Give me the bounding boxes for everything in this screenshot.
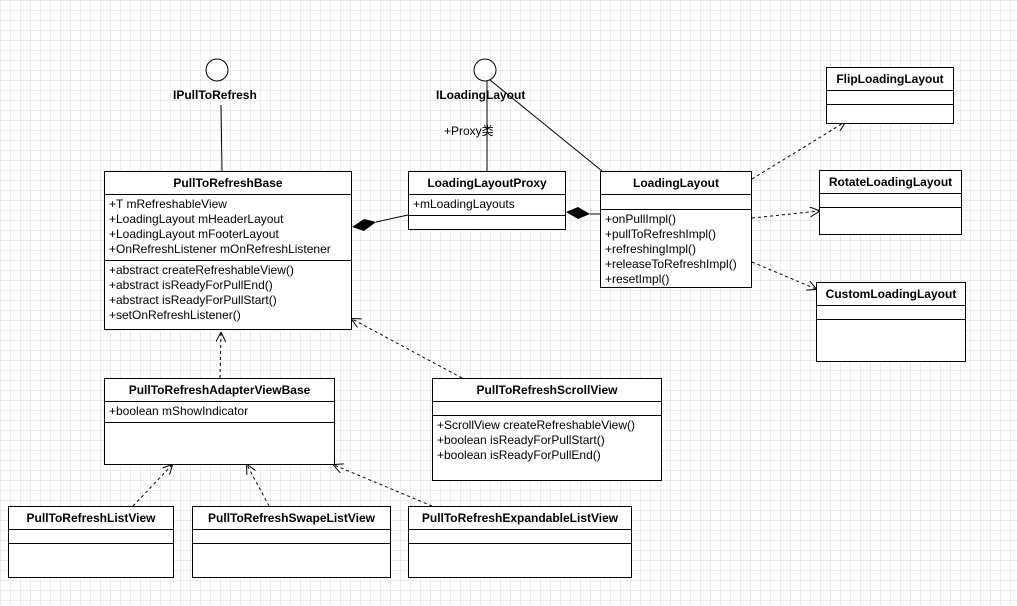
attribute-compartment: [820, 194, 961, 208]
class-name: CustomLoadingLayout: [817, 283, 965, 306]
class-pulltorefreshbase[interactable]: PullToRefreshBase +T mRefreshableView +L…: [104, 171, 352, 330]
proxy-association-label: +Proxy类: [444, 124, 494, 138]
class-pulltorefreshexpandablelistview[interactable]: PullToRefreshExpandableListView: [408, 506, 632, 578]
operation: +abstract isReadyForPullEnd(): [109, 278, 273, 292]
operation: +resetImpl(): [605, 272, 670, 286]
dependency-scrollview-base: [352, 319, 463, 379]
attribute-compartment: +T mRefreshableView +LoadingLayout mHead…: [105, 195, 351, 261]
attribute: +LoadingLayout mFooterLayout: [109, 227, 279, 241]
dependency-flip: [751, 122, 845, 180]
operation: +setOnRefreshListener(): [109, 308, 241, 322]
dependency-custom: [751, 261, 816, 289]
operation-compartment: [409, 216, 565, 221]
attribute: +LoadingLayout mHeaderLayout: [109, 212, 284, 226]
attribute: +OnRefreshListener mOnRefreshListener: [109, 242, 331, 256]
class-pulltorefreshlistview[interactable]: PullToRefreshListView: [8, 506, 174, 578]
attribute: +boolean mShowIndicator: [109, 404, 249, 418]
ipulltorefresh-realization-line: [220, 104, 223, 172]
operation: +releaseToRefreshImpl(): [605, 257, 737, 271]
operation: +abstract isReadyForPullStart(): [109, 293, 277, 307]
class-name: PullToRefreshAdapterViewBase: [105, 379, 334, 402]
class-name: LoadingLayout: [601, 172, 751, 195]
operation-compartment: +abstract createRefreshableView() +abstr…: [105, 261, 351, 326]
operation-compartment: [827, 105, 953, 110]
operation-compartment: [817, 320, 965, 325]
class-name: RotateLoadingLayout: [820, 171, 961, 194]
operation-compartment: [409, 544, 631, 549]
dependency-swapelistview-adapter: [247, 465, 270, 507]
class-name: PullToRefreshExpandableListView: [409, 507, 631, 530]
attribute: +mLoadingLayouts: [413, 197, 515, 211]
class-rotateloadinglayout[interactable]: RotateLoadingLayout: [819, 170, 962, 235]
dependency-expandable-adapter: [334, 465, 433, 507]
class-name: PullToRefreshScrollView: [433, 379, 661, 402]
operation-compartment: [9, 544, 173, 549]
operation: +boolean isReadyForPullEnd(): [437, 448, 601, 462]
class-name: PullToRefreshBase: [105, 172, 351, 195]
operation: +refreshingImpl(): [605, 242, 697, 256]
class-name: PullToRefreshSwapeListView: [193, 507, 390, 530]
attribute-compartment: [433, 402, 661, 416]
attribute-compartment: +mLoadingLayouts: [409, 195, 565, 216]
operation: +abstract createRefreshableView(): [109, 263, 294, 277]
class-name: LoadingLayoutProxy: [409, 172, 565, 195]
iloadinglayout-interface-icon[interactable]: [473, 58, 497, 82]
class-name: FlipLoadingLayout: [827, 68, 953, 91]
class-pulltorefreshswapelistview[interactable]: PullToRefreshSwapeListView: [192, 506, 391, 578]
composition-diamond-base: [352, 219, 376, 231]
class-fliploadinglayout[interactable]: FlipLoadingLayout: [826, 67, 954, 124]
iloadinglayout-label: ILoadingLayout: [436, 88, 526, 102]
class-loadinglayout[interactable]: LoadingLayout +onPullImpl() +pullToRefre…: [600, 171, 752, 288]
dependency-rotate: [751, 211, 819, 219]
class-pulltorefreshscrollview[interactable]: PullToRefreshScrollView +ScrollView crea…: [432, 378, 662, 481]
operation: +onPullImpl(): [605, 212, 677, 226]
operation-compartment: +onPullImpl() +pullToRefreshImpl() +refr…: [601, 210, 751, 290]
operation: +boolean isReadyForPullStart(): [437, 433, 605, 447]
attribute-compartment: +boolean mShowIndicator: [105, 402, 334, 423]
attribute: +T mRefreshableView: [109, 197, 227, 211]
attribute-compartment: [817, 306, 965, 320]
operation-compartment: [820, 208, 961, 213]
attribute-compartment: [409, 530, 631, 544]
ipulltorefresh-label: IPullToRefresh: [173, 88, 257, 102]
composition-diamond-proxy: [566, 207, 590, 219]
operation-compartment: [193, 544, 390, 549]
class-customloadinglayout[interactable]: CustomLoadingLayout: [816, 282, 966, 362]
composition-line-proxy-base: [375, 214, 409, 223]
iloadinglayout-realization-line: [489, 79, 603, 172]
operation: +pullToRefreshImpl(): [605, 227, 717, 241]
class-loadinglayoutproxy[interactable]: LoadingLayoutProxy +mLoadingLayouts: [408, 171, 566, 230]
attribute-compartment: [827, 91, 953, 105]
operation-compartment: +ScrollView createRefreshableView() +boo…: [433, 416, 661, 466]
dependency-listview-adapter: [132, 465, 172, 507]
dependency-adapterviewbase-base: [220, 333, 221, 379]
attribute-compartment: [601, 195, 751, 210]
class-pulltorefreshadapterviewbase[interactable]: PullToRefreshAdapterViewBase +boolean mS…: [104, 378, 335, 465]
class-name: PullToRefreshListView: [9, 507, 173, 530]
attribute-compartment: [193, 530, 390, 544]
attribute-compartment: [9, 530, 173, 544]
operation-compartment: [105, 423, 334, 428]
ipulltorefresh-interface-icon[interactable]: [205, 58, 229, 82]
operation: +ScrollView createRefreshableView(): [437, 418, 635, 432]
